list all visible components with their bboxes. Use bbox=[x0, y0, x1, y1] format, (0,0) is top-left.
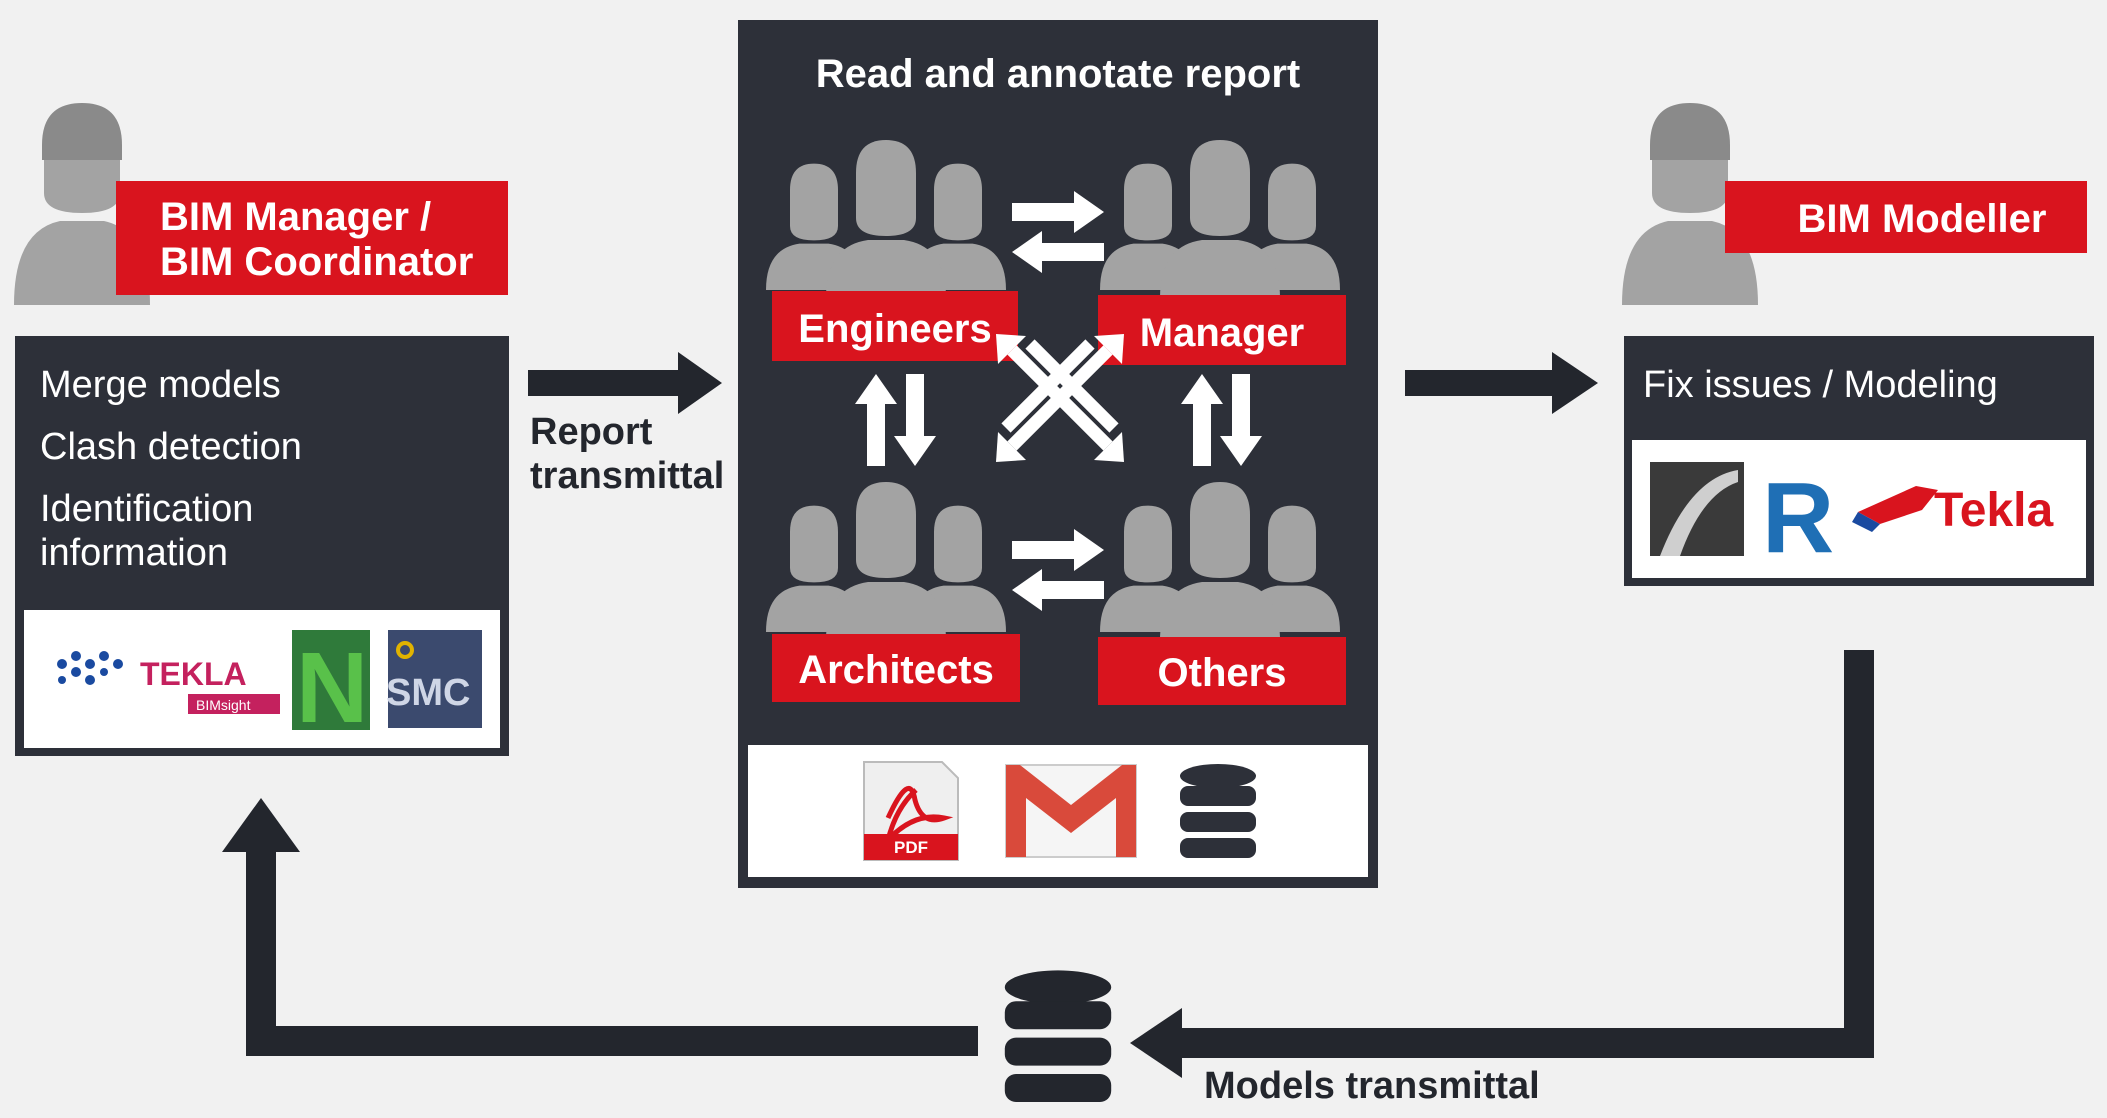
revit-icon: R bbox=[1762, 462, 1834, 574]
solibri-smc-logo: SMC bbox=[386, 630, 482, 728]
report-arrow-icon bbox=[528, 352, 722, 414]
tekla-icon: Tekla bbox=[1852, 484, 2053, 537]
pdf-label: PDF bbox=[894, 838, 928, 857]
exchange-arrow-up-icon bbox=[1181, 374, 1223, 466]
gmail-icon bbox=[1005, 764, 1137, 858]
navisworks-letter: N bbox=[296, 632, 368, 744]
bim-manager-label-line2: BIM Coordinator bbox=[160, 240, 473, 284]
report-label-line2: transmittal bbox=[530, 455, 724, 497]
navisworks-logo: N bbox=[292, 630, 370, 744]
bim-manager-label-line1: BIM Manager / bbox=[160, 195, 431, 239]
to-modeller-flow bbox=[1405, 352, 1598, 414]
exchange-arrow-right-icon bbox=[1012, 191, 1104, 233]
exchange-arrow-up-icon bbox=[855, 374, 897, 466]
exchange-arrow-left-icon bbox=[1012, 569, 1104, 611]
task-identification: Identification bbox=[40, 488, 253, 530]
bim-manager-label-bg bbox=[116, 181, 508, 295]
tekla-word: Tekla bbox=[1934, 484, 2053, 537]
modeling-task: Fix issues / Modeling bbox=[1643, 364, 1998, 406]
task-merge-models: Merge models bbox=[40, 364, 281, 406]
return-arrowhead-icon bbox=[1130, 1008, 1182, 1078]
pdf-icon: PDF bbox=[863, 761, 959, 861]
exchange-arrow-down-icon bbox=[1220, 374, 1262, 466]
return-line-left bbox=[246, 850, 978, 1056]
tekla-word: TEKLA bbox=[140, 656, 247, 692]
others-label: Others bbox=[1158, 651, 1287, 695]
engineers-label-bg bbox=[772, 291, 1018, 361]
manager-label: Manager bbox=[1140, 311, 1305, 355]
smc-word: SMC bbox=[386, 672, 470, 714]
architects-label: Architects bbox=[798, 648, 994, 692]
bim-modeller-label-bg bbox=[1725, 181, 2087, 253]
task-information: information bbox=[40, 532, 228, 574]
exchange-arrow-left-icon bbox=[1012, 231, 1104, 273]
models-transmittal-flow: Models transmittal bbox=[222, 650, 1874, 1107]
others-label-bg bbox=[1098, 637, 1346, 705]
engineers-label: Engineers bbox=[798, 307, 991, 351]
review-title: Read and annotate report bbox=[816, 52, 1301, 96]
task-clash-detection: Clash detection bbox=[40, 426, 302, 468]
trimble-icon bbox=[57, 651, 123, 685]
bim-manager-section: BIM Manager / BIM Coordinator Merge mode… bbox=[14, 103, 509, 756]
models-transmittal-label: Models transmittal bbox=[1204, 1065, 1540, 1107]
review-panel bbox=[738, 20, 1378, 888]
bim-modeller-label: BIM Modeller bbox=[1798, 197, 2047, 241]
exchange-arrow-right-icon bbox=[1012, 529, 1104, 571]
report-transmittal-flow: Report transmittal bbox=[528, 352, 724, 497]
to-modeller-arrow-icon bbox=[1405, 352, 1598, 414]
up-arrowhead-icon bbox=[222, 798, 300, 852]
database-icon bbox=[1004, 970, 1112, 1102]
bim-modeller-section: BIM Modeller Fix issues / Modeling R Tek… bbox=[1622, 103, 2094, 586]
revit-letter: R bbox=[1762, 462, 1834, 574]
tekla-bimsight-logo: TEKLA BIMsight bbox=[140, 656, 280, 714]
archicad-icon bbox=[1650, 462, 1744, 556]
cross-exchange-arrows-icon bbox=[996, 334, 1124, 462]
bim-modeller-avatar-icon bbox=[1622, 103, 1758, 305]
report-label-line1: Report bbox=[530, 411, 653, 453]
review-section: Read and annotate report Engineers Manag… bbox=[738, 20, 1378, 888]
tekla-bimsight-sub: BIMsight bbox=[196, 697, 251, 713]
manager-label-bg bbox=[1098, 295, 1346, 365]
exchange-arrow-down-icon bbox=[894, 374, 936, 466]
architects-label-bg bbox=[772, 634, 1020, 702]
